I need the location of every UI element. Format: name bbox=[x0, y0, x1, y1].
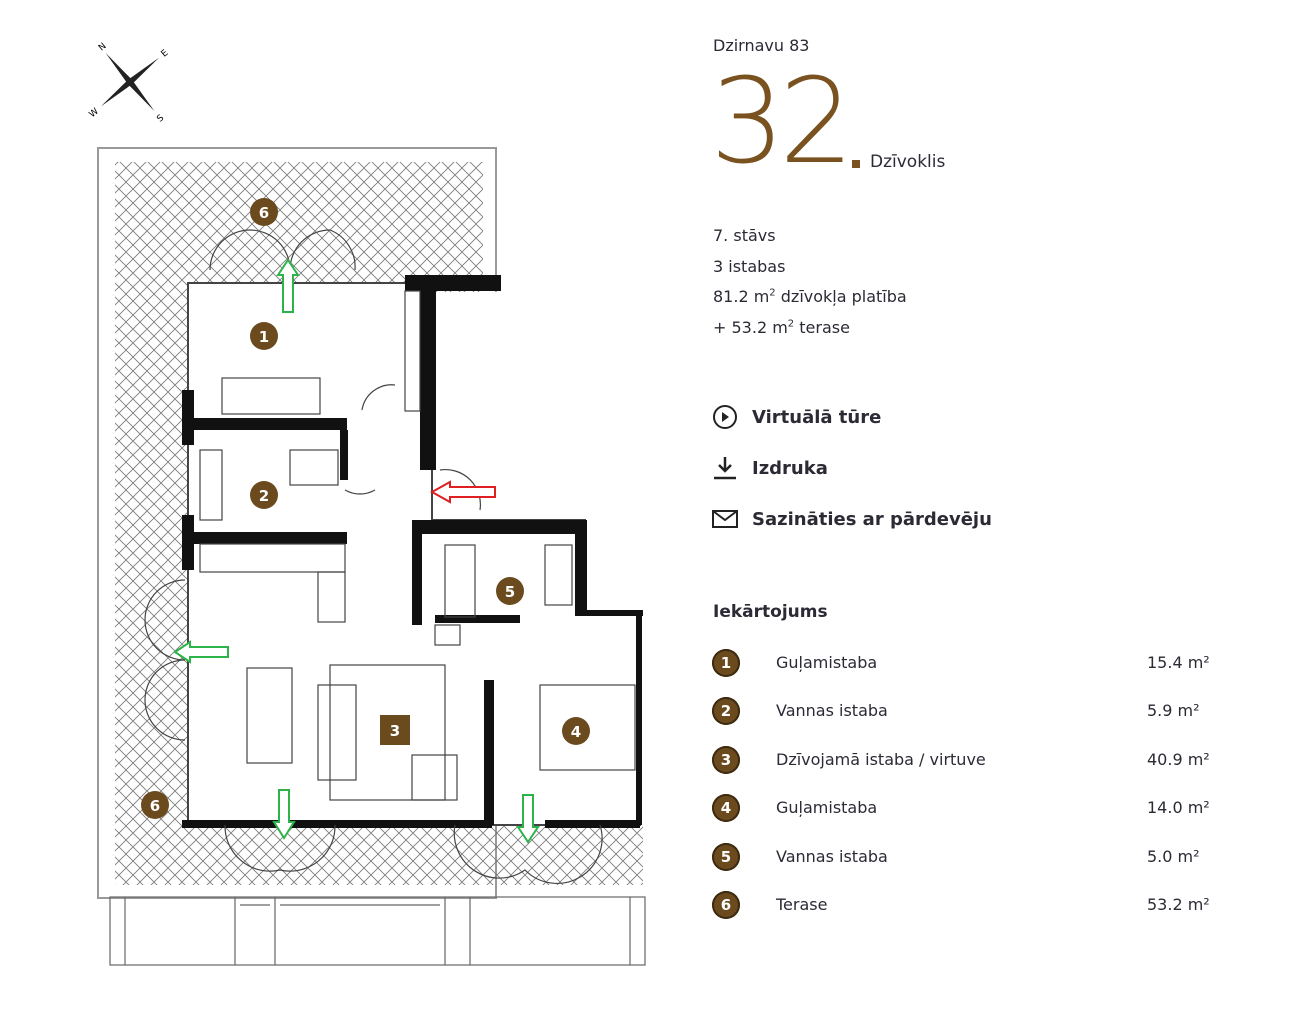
entry-arrow-icon bbox=[429, 480, 496, 504]
area-info: 81.2 m2 dzīvokļa platība bbox=[713, 287, 907, 306]
mail-icon bbox=[712, 506, 738, 532]
virtual-tour-label: Virtuālā tūre bbox=[752, 406, 882, 428]
room-name: Vannas istaba bbox=[776, 847, 888, 866]
room-row: 4 Guļamistaba 14.0 m² bbox=[712, 794, 1232, 822]
marker-3: 3 bbox=[380, 715, 410, 745]
address: Dzirnavu 83 bbox=[713, 36, 810, 55]
room-number-badge: 3 bbox=[712, 746, 740, 774]
marker-2: 2 bbox=[250, 481, 278, 509]
room-name: Guļamistaba bbox=[776, 653, 878, 672]
compass-icon: N E S W bbox=[88, 41, 171, 125]
room-area: 5.9 m² bbox=[1147, 701, 1200, 720]
room-area: 53.2 m² bbox=[1147, 895, 1210, 914]
marker-1: 1 bbox=[250, 322, 278, 350]
contact-seller-label: Sazināties ar pārdevēju bbox=[752, 508, 992, 530]
room-name: Terase bbox=[776, 895, 828, 914]
marker-label: 6 bbox=[259, 204, 269, 222]
room-area: 14.0 m² bbox=[1147, 798, 1210, 817]
arrow-up-icon bbox=[276, 258, 300, 313]
play-circle-icon bbox=[712, 404, 738, 430]
number-dot bbox=[852, 160, 860, 168]
marker-5: 5 bbox=[496, 577, 524, 605]
entrance-arrows bbox=[173, 258, 540, 844]
room-markers: 6 1 2 5 3 4 6 bbox=[141, 198, 590, 819]
marker-6-top: 6 bbox=[250, 198, 278, 226]
download-icon bbox=[712, 455, 738, 481]
floor-plan: N E S W bbox=[88, 41, 646, 966]
room-area: 5.0 m² bbox=[1147, 847, 1200, 866]
walls bbox=[182, 275, 643, 828]
room-number-badge: 1 bbox=[712, 649, 740, 677]
terrace-suffix: terase bbox=[794, 318, 850, 337]
virtual-tour-link[interactable]: Virtuālā tūre bbox=[712, 404, 881, 430]
room-area: 15.4 m² bbox=[1147, 653, 1210, 672]
terrace-sup: 2 bbox=[787, 318, 795, 330]
balcony-railing bbox=[109, 896, 646, 966]
rooms-title: Iekārtojums bbox=[713, 602, 828, 622]
marker-4: 4 bbox=[562, 717, 590, 745]
room-row: 6 Terase 53.2 m² bbox=[712, 891, 1232, 919]
marker-label: 4 bbox=[571, 723, 581, 741]
marker-label: 6 bbox=[150, 797, 160, 815]
room-area: 40.9 m² bbox=[1147, 750, 1210, 769]
room-number-badge: 5 bbox=[712, 843, 740, 871]
room-number-badge: 6 bbox=[712, 891, 740, 919]
compass-n: N bbox=[97, 41, 109, 53]
arrow-down-icon bbox=[516, 794, 540, 844]
terrace-value: + 53.2 m bbox=[713, 318, 788, 337]
room-row: 1 Guļamistaba 15.4 m² bbox=[712, 649, 1232, 677]
marker-label: 2 bbox=[259, 487, 269, 505]
terrace-hatch-bottom bbox=[483, 825, 643, 885]
terrace-info: + 53.2 m2 terase bbox=[713, 318, 850, 337]
area-sup: 2 bbox=[769, 287, 776, 299]
floor-info: 7. stāvs bbox=[713, 226, 776, 245]
marker-label: 1 bbox=[259, 328, 269, 346]
print-label: Izdruka bbox=[752, 457, 828, 479]
rooms-info: 3 istabas bbox=[713, 257, 786, 276]
compass-e: E bbox=[160, 48, 171, 60]
area-value: 81.2 m bbox=[713, 287, 770, 306]
room-name: Dzīvojamā istaba / virtuve bbox=[776, 750, 986, 769]
arrow-down-icon bbox=[272, 789, 296, 840]
area-suffix: dzīvokļa platība bbox=[775, 287, 907, 306]
room-row: 2 Vannas istaba 5.9 m² bbox=[712, 697, 1232, 725]
contact-seller-link[interactable]: Sazināties ar pārdevēju bbox=[712, 506, 992, 532]
apartment-number: 32 bbox=[710, 52, 854, 190]
arrow-left-icon bbox=[173, 640, 229, 664]
room-number-badge: 4 bbox=[712, 794, 740, 822]
print-link[interactable]: Izdruka bbox=[712, 455, 828, 481]
marker-6-left: 6 bbox=[141, 791, 169, 819]
marker-label: 5 bbox=[505, 583, 515, 601]
marker-label: 3 bbox=[390, 722, 400, 740]
room-number-badge: 2 bbox=[712, 697, 740, 725]
apartment-label: Dzīvoklis bbox=[870, 152, 946, 172]
room-row: 5 Vannas istaba 5.0 m² bbox=[712, 843, 1232, 871]
room-row: 3 Dzīvojamā istaba / virtuve 40.9 m² bbox=[712, 746, 1232, 774]
compass-w: W bbox=[88, 107, 101, 120]
compass-s: S bbox=[155, 113, 166, 125]
room-name: Guļamistaba bbox=[776, 798, 878, 817]
room-name: Vannas istaba bbox=[776, 701, 888, 720]
